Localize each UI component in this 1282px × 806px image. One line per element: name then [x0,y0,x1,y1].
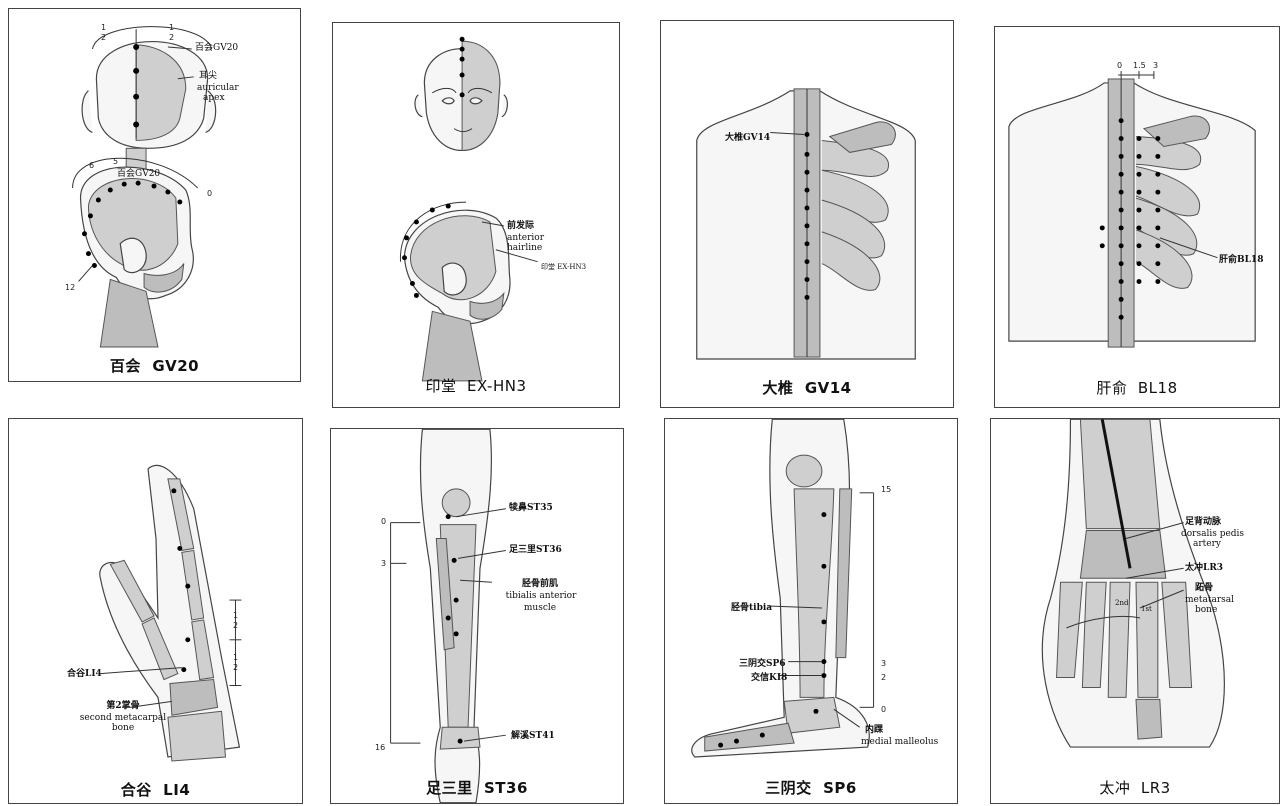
st35-label: 犊鼻ST35 [509,503,553,513]
st41-label: 解溪ST41 [511,731,555,741]
ki8-label: 交信KI8 [751,673,787,683]
panel-sp6: 15 3 2 0 胫骨tibia 三阴交SP6 交信KI8 内踝 medial … [664,418,958,804]
sp6-label: 三阴交SP6 [739,659,786,669]
gv20-illustration [9,9,300,381]
bl18-label: 肝俞BL18 [1219,255,1263,265]
yintang-label: 印堂 EX-HN3 [541,263,586,271]
metatarsal-en-label-2: bone [1195,605,1217,615]
dorsalis-en-label-1: dorsalis pedis [1181,529,1244,539]
metatarsal-en-label-1: metatarsal [1185,595,1234,605]
sp6-tick-0: 0 [881,705,886,714]
gv20-tick-1a: 1 [101,23,106,32]
panel-caption: 肝俞 BL18 [995,377,1279,398]
metacarpal-en-label-1: second metacarpal [63,713,183,723]
panel-li4: 1 2 1 2 合谷LI4 第2掌骨 second metacarpal bon… [8,418,303,804]
li4-tick-a1: 1 [233,611,238,620]
metacarpal-cn-label: 第2掌骨 [83,701,163,711]
lr3-label: 太冲LR3 [1185,563,1223,573]
gv20-tick-2b: 2 [169,33,174,42]
panel-lr3: 足背动脉 dorsalis pedis artery 太冲LR3 跖骨 meta… [990,418,1280,804]
sp6-tick-2: 2 [881,673,886,682]
panel-caption: 大椎 GV14 [661,377,953,398]
gv20-top-label: 百会GV20 [195,43,238,53]
hairline-cn-label: 前发际 [507,221,534,231]
gv20-tick-5: 5 [113,157,118,166]
lr3-illustration [991,419,1279,803]
hairline-en-label-1: anterior [507,233,544,243]
dorsalis-cn-label: 足背动脉 [1185,517,1221,527]
panel-caption: 合谷 LI4 [9,779,302,800]
tibialis-cn-label: 胫骨前肌 [495,579,585,589]
panel-caption: 百会 GV20 [9,355,300,376]
gv20-tick-6: 6 [89,161,94,170]
st36-label: 足三里ST36 [509,545,562,555]
panel-gv20: 1 2 1 2 百会GV20 耳尖 auricular apex 6 5 百会G… [8,8,301,382]
metacarpal-en-label-2: bone [83,723,163,733]
panel-ex-hn3: 前发际 anterior hairline 印堂 EX-HN3 印堂 EX-HN… [332,22,620,408]
sp6-tick-3: 3 [881,659,886,668]
panel-bl18: 0 1.5 3 肝俞BL18 肝俞 BL18 [994,26,1280,408]
panel-caption: 三阴交 SP6 [665,777,957,798]
st36-tick-0: 0 [381,517,386,526]
panel-st36: 0 3 16 犊鼻ST35 足三里ST36 胫骨前肌 tibialis ante… [330,428,624,804]
panel-caption: 太冲 LR3 [991,777,1279,798]
li4-illustration [9,419,302,803]
gv20-tick-0: 0 [207,189,212,198]
bl18-tick-3: 3 [1153,61,1158,70]
li4-label: 合谷LI4 [67,669,102,679]
bl18-tick-1-5: 1.5 [1133,61,1146,70]
dorsalis-en-label-2: artery [1193,539,1221,549]
hairline-en-label-2: hairline [507,243,542,253]
st36-tick-3: 3 [381,559,386,568]
panel-caption: 足三里 ST36 [331,777,623,798]
tibialis-en-label-2: muscle [495,603,585,613]
gv20-tick-2a: 2 [101,33,106,42]
gv14-illustration [661,21,953,407]
tibia-label: 胫骨tibia [731,603,772,613]
gv20-side-label: 百会GV20 [117,169,160,179]
auricular-en-label-1: auricular [197,83,239,93]
malleolus-cn-label: 内踝 [865,725,883,735]
sp6-tick-15: 15 [881,485,891,494]
bl18-tick-0: 0 [1117,61,1122,70]
panel-caption: 印堂 EX-HN3 [333,375,619,396]
li4-tick-a2: 2 [233,621,238,630]
auricular-en-label-2: apex [203,93,225,103]
ex-hn3-illustration [333,23,619,407]
gv20-tick-12: 12 [65,283,75,292]
panel-gv14: 大椎GV14 大椎 GV14 [660,20,954,408]
gv14-label: 大椎GV14 [725,133,770,143]
malleolus-en-label: medial malleolus [861,737,938,747]
auricular-cn-label: 耳尖 [199,71,217,81]
second-metatarsal-tag: 2nd [1115,599,1128,607]
bl18-illustration [995,27,1279,407]
li4-tick-b2: 2 [233,663,238,672]
first-metatarsal-tag: 1st [1141,605,1152,613]
li4-tick-b1: 1 [233,653,238,662]
metatarsal-cn-label: 跖骨 [1195,583,1213,593]
gv20-tick-1b: 1 [169,23,174,32]
st36-tick-16: 16 [375,743,385,752]
tibialis-en-label-1: tibialis anterior [481,591,601,601]
